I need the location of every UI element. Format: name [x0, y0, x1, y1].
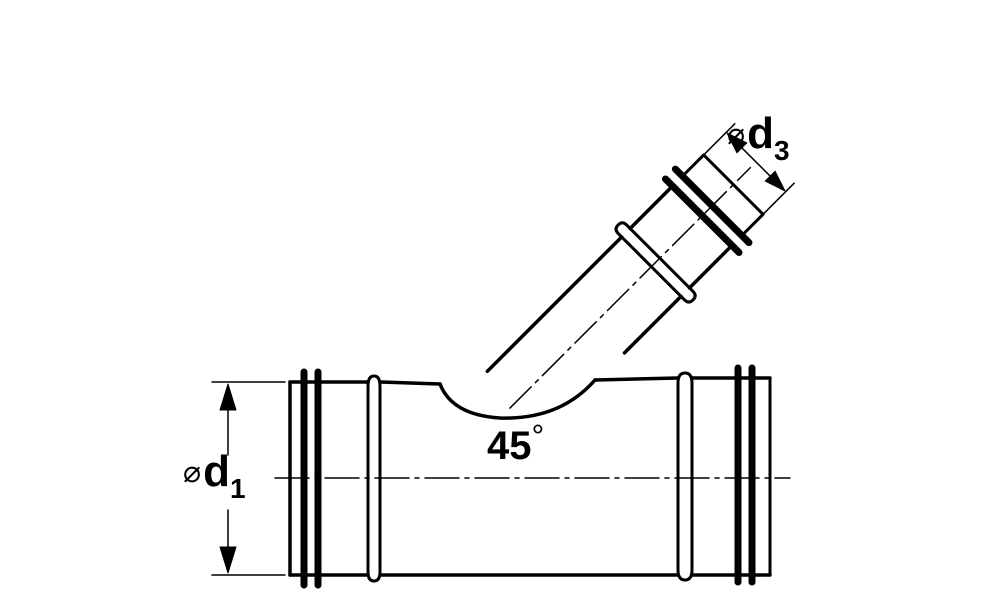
- angle-value: 45: [487, 424, 532, 468]
- dimension-d3: [702, 123, 795, 216]
- diameter-subscript: 1: [229, 473, 246, 504]
- diameter-d3-label: ⌀d3: [727, 109, 790, 165]
- diameter-symbol-icon: ⌀: [183, 456, 202, 489]
- dimension-d1: [211, 381, 286, 576]
- diameter-subscript: 3: [773, 135, 790, 166]
- diameter-letter: d: [203, 447, 230, 496]
- branch-pipe: [438, 153, 765, 420]
- diameter-d1-label: ⌀d1: [183, 447, 246, 503]
- diameter-letter: d: [747, 109, 774, 158]
- diameter-symbol-icon: ⌀: [727, 118, 746, 151]
- angle-label: 45°: [487, 420, 544, 468]
- main-pipe: [274, 364, 791, 589]
- degree-symbol: °: [531, 418, 545, 454]
